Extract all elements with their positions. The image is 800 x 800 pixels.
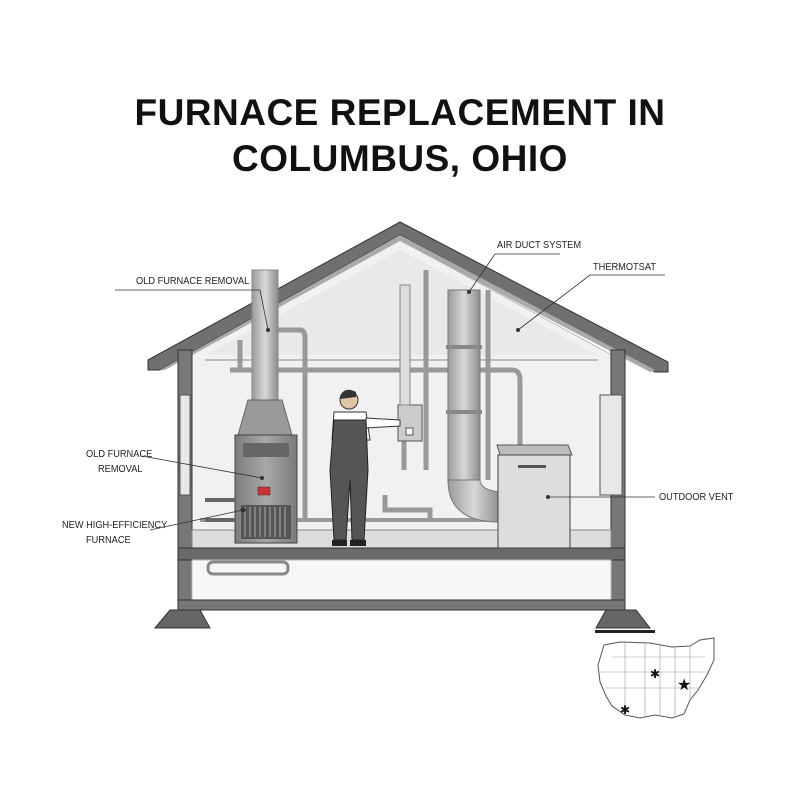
technician-figure bbox=[329, 389, 401, 546]
air-duct bbox=[446, 289, 501, 523]
left-window bbox=[179, 394, 191, 496]
label-new-furnace-1: NEW HIGH-EFFICIENCY bbox=[62, 519, 168, 531]
label-old-furnace-removal-side-1: OLD FURNACE bbox=[86, 448, 153, 460]
title-line-1: FURNACE REPLACEMENT IN bbox=[134, 92, 666, 133]
old-furnace bbox=[205, 269, 298, 544]
label-air-duct-system: AIR DUCT SYSTEM bbox=[497, 239, 582, 251]
right-window bbox=[599, 394, 623, 496]
map-star-columbus-icon: ★ bbox=[677, 675, 691, 694]
new-furnace-unit bbox=[496, 444, 573, 549]
label-outdoor-vent: OUTDOOR VENT bbox=[659, 491, 734, 503]
us-map-icon: ✱ ✱ ★ bbox=[595, 630, 715, 719]
title-line-2: COLUMBUS, OHIO bbox=[232, 138, 568, 179]
label-old-furnace-removal-top: OLD FURNACE REMOVAL bbox=[136, 275, 250, 287]
map-star-icon: ✱ bbox=[650, 667, 660, 681]
wall-panel bbox=[397, 284, 423, 442]
label-thermostat: THERMOTSAT bbox=[593, 261, 656, 273]
roof bbox=[147, 221, 669, 373]
leader-dots bbox=[240, 290, 550, 513]
floor-basement bbox=[153, 529, 652, 629]
map-star-icon: ✱ bbox=[620, 703, 630, 717]
leader-lines bbox=[115, 253, 665, 531]
label-old-furnace-removal-side-2: REMOVAL bbox=[98, 463, 143, 475]
label-new-furnace-2: FURNACE bbox=[86, 534, 131, 546]
